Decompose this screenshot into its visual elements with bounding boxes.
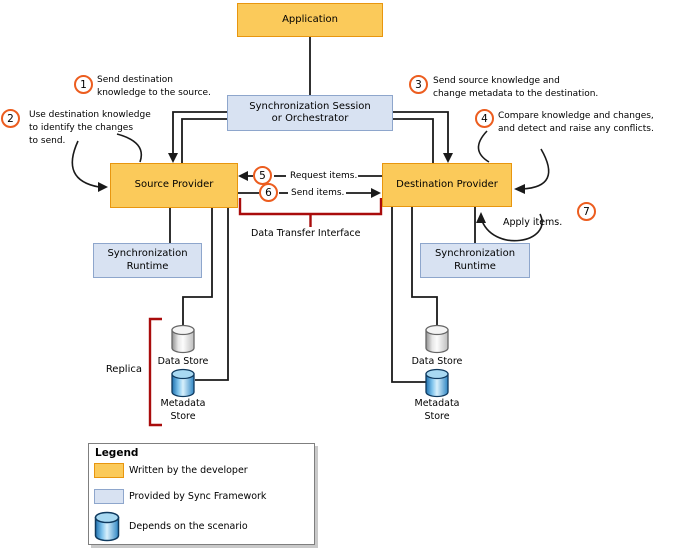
destination-runtime-line2: Runtime bbox=[454, 260, 496, 272]
source-runtime-box: Synchronization Runtime bbox=[93, 243, 202, 278]
source-runtime-line1: Synchronization bbox=[107, 248, 188, 259]
data-transfer-interface-label: Data Transfer Interface bbox=[251, 228, 361, 239]
step-5-annotation: Request items. bbox=[290, 170, 357, 183]
arrowhead-into-source-top bbox=[168, 153, 178, 163]
arrowhead-step2-into-source bbox=[98, 182, 108, 192]
step-circle-1: 1 bbox=[74, 75, 93, 94]
step-1-line2: knowledge to the source. bbox=[97, 88, 211, 98]
metadata-left-line1: Metadata bbox=[160, 398, 206, 409]
metadata-store-left-label: Metadata Store bbox=[143, 397, 223, 423]
step-4-line2: and detect and raise any conflicts. bbox=[498, 124, 654, 134]
step-3-line1: Send source knowledge and bbox=[433, 76, 560, 86]
metadata-right-line1: Metadata bbox=[414, 398, 460, 409]
step-2-annotation: Use destination knowledge to identify th… bbox=[29, 109, 151, 148]
metadata-store-cylinder-right bbox=[425, 368, 449, 398]
step-number-4: 4 bbox=[481, 112, 488, 125]
metadata-store-right-label: Metadata Store bbox=[397, 397, 477, 423]
step-circle-6: 6 bbox=[259, 183, 278, 202]
destination-runtime-box: Synchronization Runtime bbox=[420, 243, 530, 278]
legend-database-cylinder-icon bbox=[94, 511, 120, 542]
legend-label-scenario: Depends on the scenario bbox=[129, 521, 248, 532]
replica-label: Replica bbox=[105, 364, 142, 375]
connector-destination-to-session-inner bbox=[393, 118, 434, 163]
legend-box: Legend Written by the developer Provided… bbox=[88, 443, 315, 545]
curve-step4-to-destination-side bbox=[521, 148, 550, 190]
data-transfer-interface-bracket bbox=[238, 198, 383, 216]
connector-destination-datastore bbox=[411, 207, 438, 325]
legend-label-framework: Provided by Sync Framework bbox=[129, 491, 267, 502]
destination-runtime-line1: Synchronization bbox=[434, 248, 516, 259]
step-2-line3: to send. bbox=[29, 136, 66, 146]
arrowhead-send-items bbox=[371, 188, 381, 198]
legend-swatch-developer bbox=[94, 463, 124, 478]
step-6-annotation: Send items. bbox=[291, 187, 344, 200]
step-circle-3: 3 bbox=[409, 75, 428, 94]
step-circle-7: 7 bbox=[577, 202, 596, 221]
arrowhead-step4-into-destination bbox=[514, 184, 525, 194]
step-number-2: 2 bbox=[7, 112, 14, 125]
destination-provider-box: Destination Provider bbox=[382, 163, 512, 207]
data-store-left-label: Data Store bbox=[157, 356, 209, 367]
arrowhead-into-destination-top bbox=[443, 153, 453, 163]
step-7-line1: Apply items. bbox=[503, 217, 563, 228]
data-store-right-label: Data Store bbox=[411, 356, 463, 367]
synchronization-session-box: Synchronization Session or Orchestrator bbox=[227, 95, 393, 131]
legend-swatch-framework bbox=[94, 489, 124, 504]
source-runtime-line2: Runtime bbox=[126, 260, 169, 272]
data-store-cylinder-right bbox=[425, 324, 449, 354]
step-number-6: 6 bbox=[265, 186, 272, 199]
source-provider-box: Source Provider bbox=[110, 163, 238, 208]
application-label: Application bbox=[282, 13, 338, 25]
step-2-line1: Use destination knowledge bbox=[29, 110, 151, 120]
connector-destination-metadatastore bbox=[391, 207, 426, 383]
step-4-annotation: Compare knowledge and changes, and detec… bbox=[498, 110, 654, 136]
legend-label-developer: Written by the developer bbox=[129, 465, 248, 476]
curve-step2-to-source bbox=[71, 140, 100, 188]
step-circle-4: 4 bbox=[475, 109, 494, 128]
replica-bracket bbox=[148, 317, 162, 427]
step-circle-2: 2 bbox=[1, 109, 20, 128]
metadata-store-cylinder-left bbox=[171, 368, 195, 398]
destination-provider-label: Destination Provider bbox=[396, 178, 498, 190]
step-number-1: 1 bbox=[80, 78, 87, 91]
step-3-line2: change metadata to the destination. bbox=[433, 89, 599, 99]
connector-session-to-source-outer bbox=[172, 111, 227, 154]
arrowhead-request-items bbox=[238, 171, 248, 181]
step-6-line1: Send items. bbox=[291, 188, 345, 198]
session-label-line2: or Orchestrator bbox=[271, 113, 349, 124]
connector-source-datastore bbox=[182, 208, 213, 325]
connector-source-to-session-inner bbox=[181, 118, 227, 163]
step-7-annotation: Apply items. bbox=[503, 216, 562, 229]
step-number-3: 3 bbox=[415, 78, 422, 91]
curve-step4-to-destination-top bbox=[477, 130, 490, 163]
metadata-left-line2: Store bbox=[170, 411, 196, 422]
step-3-annotation: Send source knowledge and change metadat… bbox=[433, 75, 598, 101]
step-4-line1: Compare knowledge and changes, bbox=[498, 111, 654, 121]
step-number-7: 7 bbox=[583, 205, 590, 218]
metadata-right-line2: Store bbox=[424, 411, 450, 422]
arrowhead-apply-items bbox=[476, 212, 486, 223]
step-1-line1: Send destination bbox=[97, 75, 173, 85]
session-label-line1: Synchronization Session bbox=[249, 100, 371, 112]
connector-session-to-destination-outer bbox=[393, 111, 449, 154]
curve-apply-items bbox=[480, 213, 543, 242]
step-1-annotation: Send destination knowledge to the source… bbox=[97, 74, 211, 100]
step-2-line2: to identify the changes bbox=[29, 123, 134, 133]
legend-title: Legend bbox=[95, 447, 139, 459]
step-number-5: 5 bbox=[259, 169, 266, 182]
step-5-line1: Request items. bbox=[290, 171, 358, 181]
data-store-cylinder-left bbox=[171, 324, 195, 354]
source-provider-label: Source Provider bbox=[134, 179, 214, 191]
curve-step1-to-source bbox=[116, 133, 142, 163]
application-box: Application bbox=[237, 3, 383, 37]
connector-source-metadatastore bbox=[195, 208, 229, 381]
